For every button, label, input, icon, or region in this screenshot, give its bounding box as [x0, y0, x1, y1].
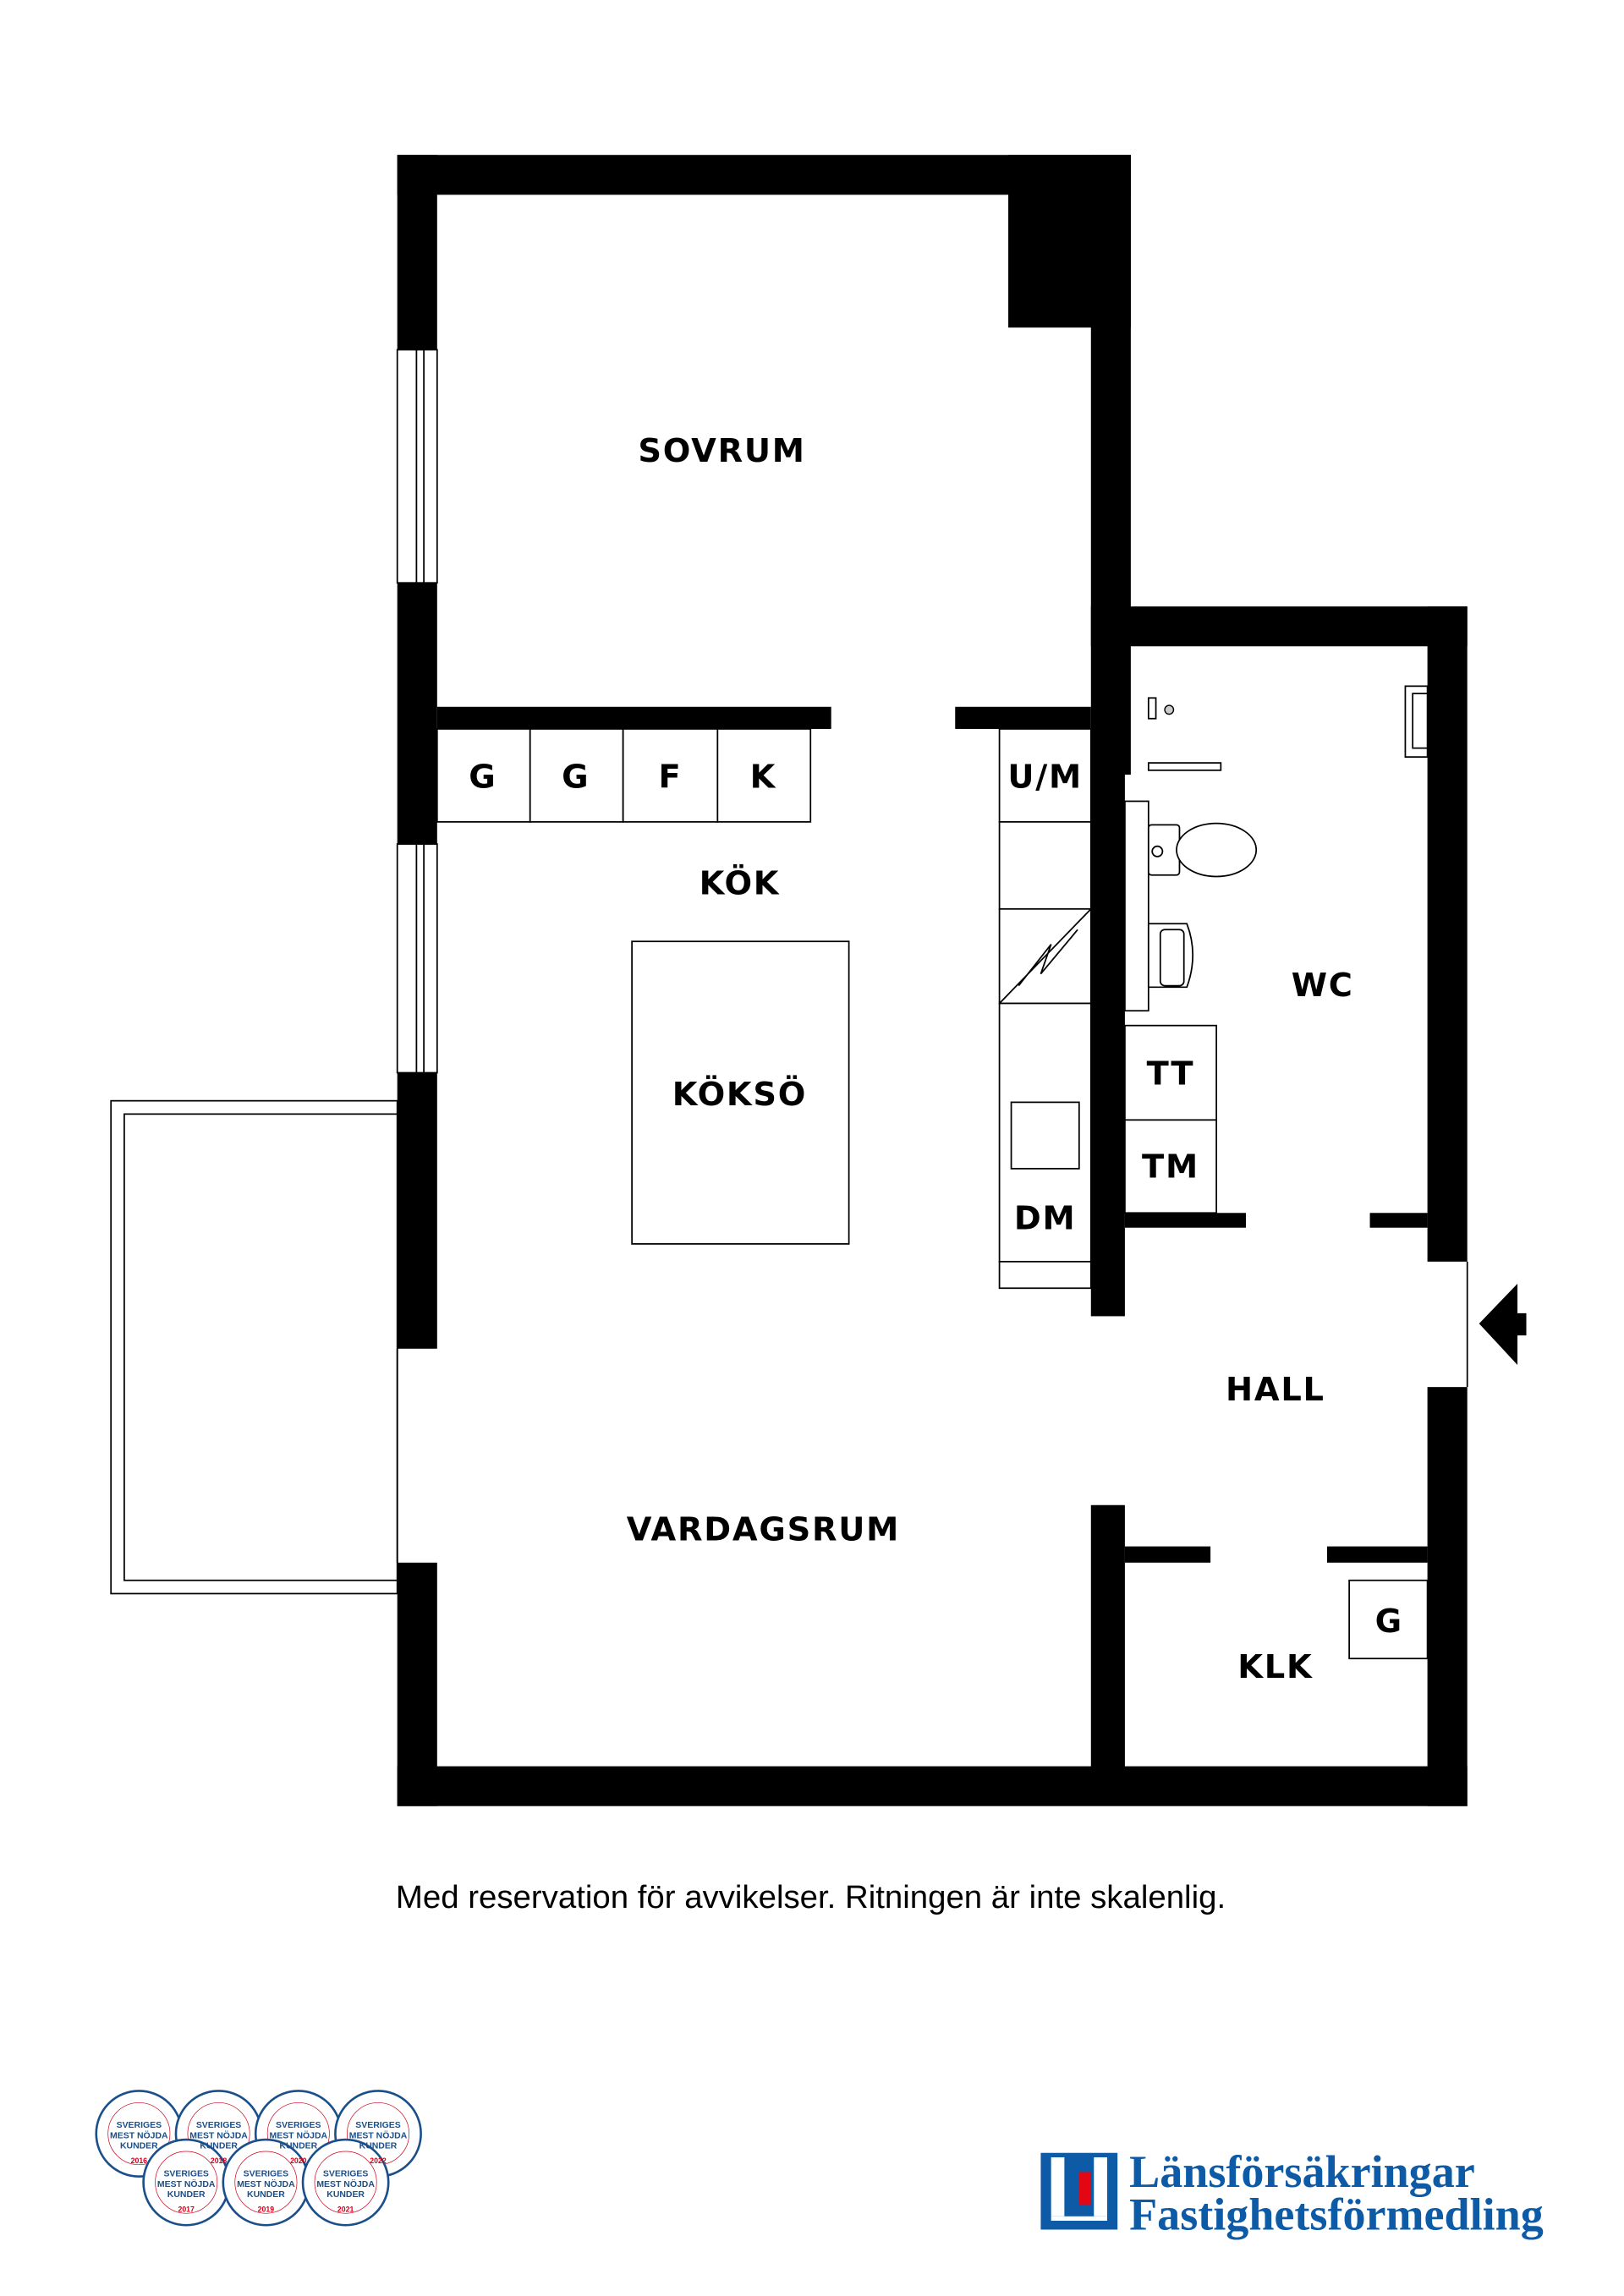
award-badge-ring	[234, 2151, 298, 2214]
badge-text: SVERIGES	[196, 2121, 241, 2130]
badge-text: KUNDER	[359, 2142, 398, 2151]
stove-lightning-icon	[998, 908, 1092, 1005]
logo-line2: Fastighetsförmedling	[1129, 2189, 1544, 2239]
room-label-vardagsrum: VARDAGSRUM	[627, 1511, 900, 1549]
logo-line1: Länsförsäkringar	[1129, 2146, 1475, 2197]
award-badge-ring	[314, 2151, 377, 2214]
award-badge-ring	[107, 2102, 171, 2166]
sink-icon	[1147, 923, 1193, 989]
award-badge	[301, 2138, 390, 2227]
badge-text: SVERIGES	[163, 2170, 208, 2179]
badge-text: MEST NÖJDA	[316, 2178, 375, 2189]
badge-text: MEST NÖJDA	[349, 2129, 408, 2140]
room-label-klk: KLK	[1237, 1648, 1313, 1686]
disclaimer: Med reservation för avvikelser. Ritninge…	[396, 1879, 1226, 1915]
cabinet-label: F	[659, 759, 683, 797]
badge-text: MEST NÖJDA	[189, 2129, 248, 2140]
wc-fixtures: TT TM	[1124, 685, 1429, 1214]
badge-text: MEST NÖJDA	[237, 2178, 295, 2189]
badge-text: KUNDER	[120, 2142, 158, 2151]
kitchen-cabinets: G G F K	[436, 728, 812, 823]
klk-cabinet	[1348, 1579, 1429, 1660]
dm-label: DM	[1014, 1199, 1077, 1237]
tm-label: TM	[1142, 1148, 1199, 1186]
entrance-arrow-icon	[1479, 1284, 1527, 1365]
company-logo: Länsförsäkringar Fastighetsförmedling	[1040, 2146, 1544, 2239]
badge-text: MEST NÖJDA	[270, 2129, 328, 2140]
badge-year: 2022	[370, 2156, 387, 2165]
badge-text: KUNDER	[279, 2142, 317, 2151]
window	[396, 843, 438, 1074]
um-label: U/M	[1007, 759, 1083, 797]
cabinet-label: G	[469, 759, 497, 797]
room-label-kok: KÖK	[700, 863, 781, 902]
badge-text: SVERIGES	[117, 2121, 162, 2130]
badge-text: MEST NÖJDA	[110, 2129, 168, 2140]
room-label-sovrum: SOVRUM	[638, 432, 805, 470]
klk-cabinet-label: G	[1375, 1603, 1403, 1641]
toilet-icon	[1176, 822, 1258, 878]
badge-text: SVERIGES	[323, 2170, 368, 2179]
badge-year: 2020	[290, 2156, 307, 2165]
badge-text: KUNDER	[167, 2190, 206, 2200]
badge-year: 2017	[178, 2206, 195, 2214]
badge-year: 2019	[258, 2206, 275, 2214]
badge-text: SVERIGES	[355, 2121, 400, 2130]
badge-text: KUNDER	[247, 2190, 285, 2200]
badge-text: SVERIGES	[276, 2121, 321, 2130]
cabinet-label: K	[750, 759, 776, 797]
award-badge-ring	[155, 2151, 218, 2214]
walls	[397, 155, 1468, 1806]
badge-year: 2018	[211, 2156, 228, 2165]
badge-year: 2021	[337, 2206, 354, 2214]
badge-text: MEST NÖJDA	[157, 2178, 216, 2189]
cabinet-label: G	[562, 759, 590, 797]
room-label-hall: HALL	[1226, 1371, 1325, 1409]
badge-text: KUNDER	[326, 2190, 365, 2200]
badge-year: 2016	[131, 2156, 148, 2165]
kitchen-counter: U/M DM	[998, 728, 1092, 1290]
balcony	[110, 1099, 398, 1595]
kitchen-island	[631, 940, 850, 1245]
badge-text: KUNDER	[200, 2142, 238, 2151]
room-label-wc: WC	[1292, 967, 1354, 1005]
tt-label: TT	[1147, 1055, 1195, 1093]
badge-circles	[95, 2090, 422, 2227]
room-label-koksö: KÖKSÖ	[672, 1074, 807, 1114]
window	[396, 348, 438, 584]
badge-text: SVERIGES	[244, 2170, 288, 2179]
